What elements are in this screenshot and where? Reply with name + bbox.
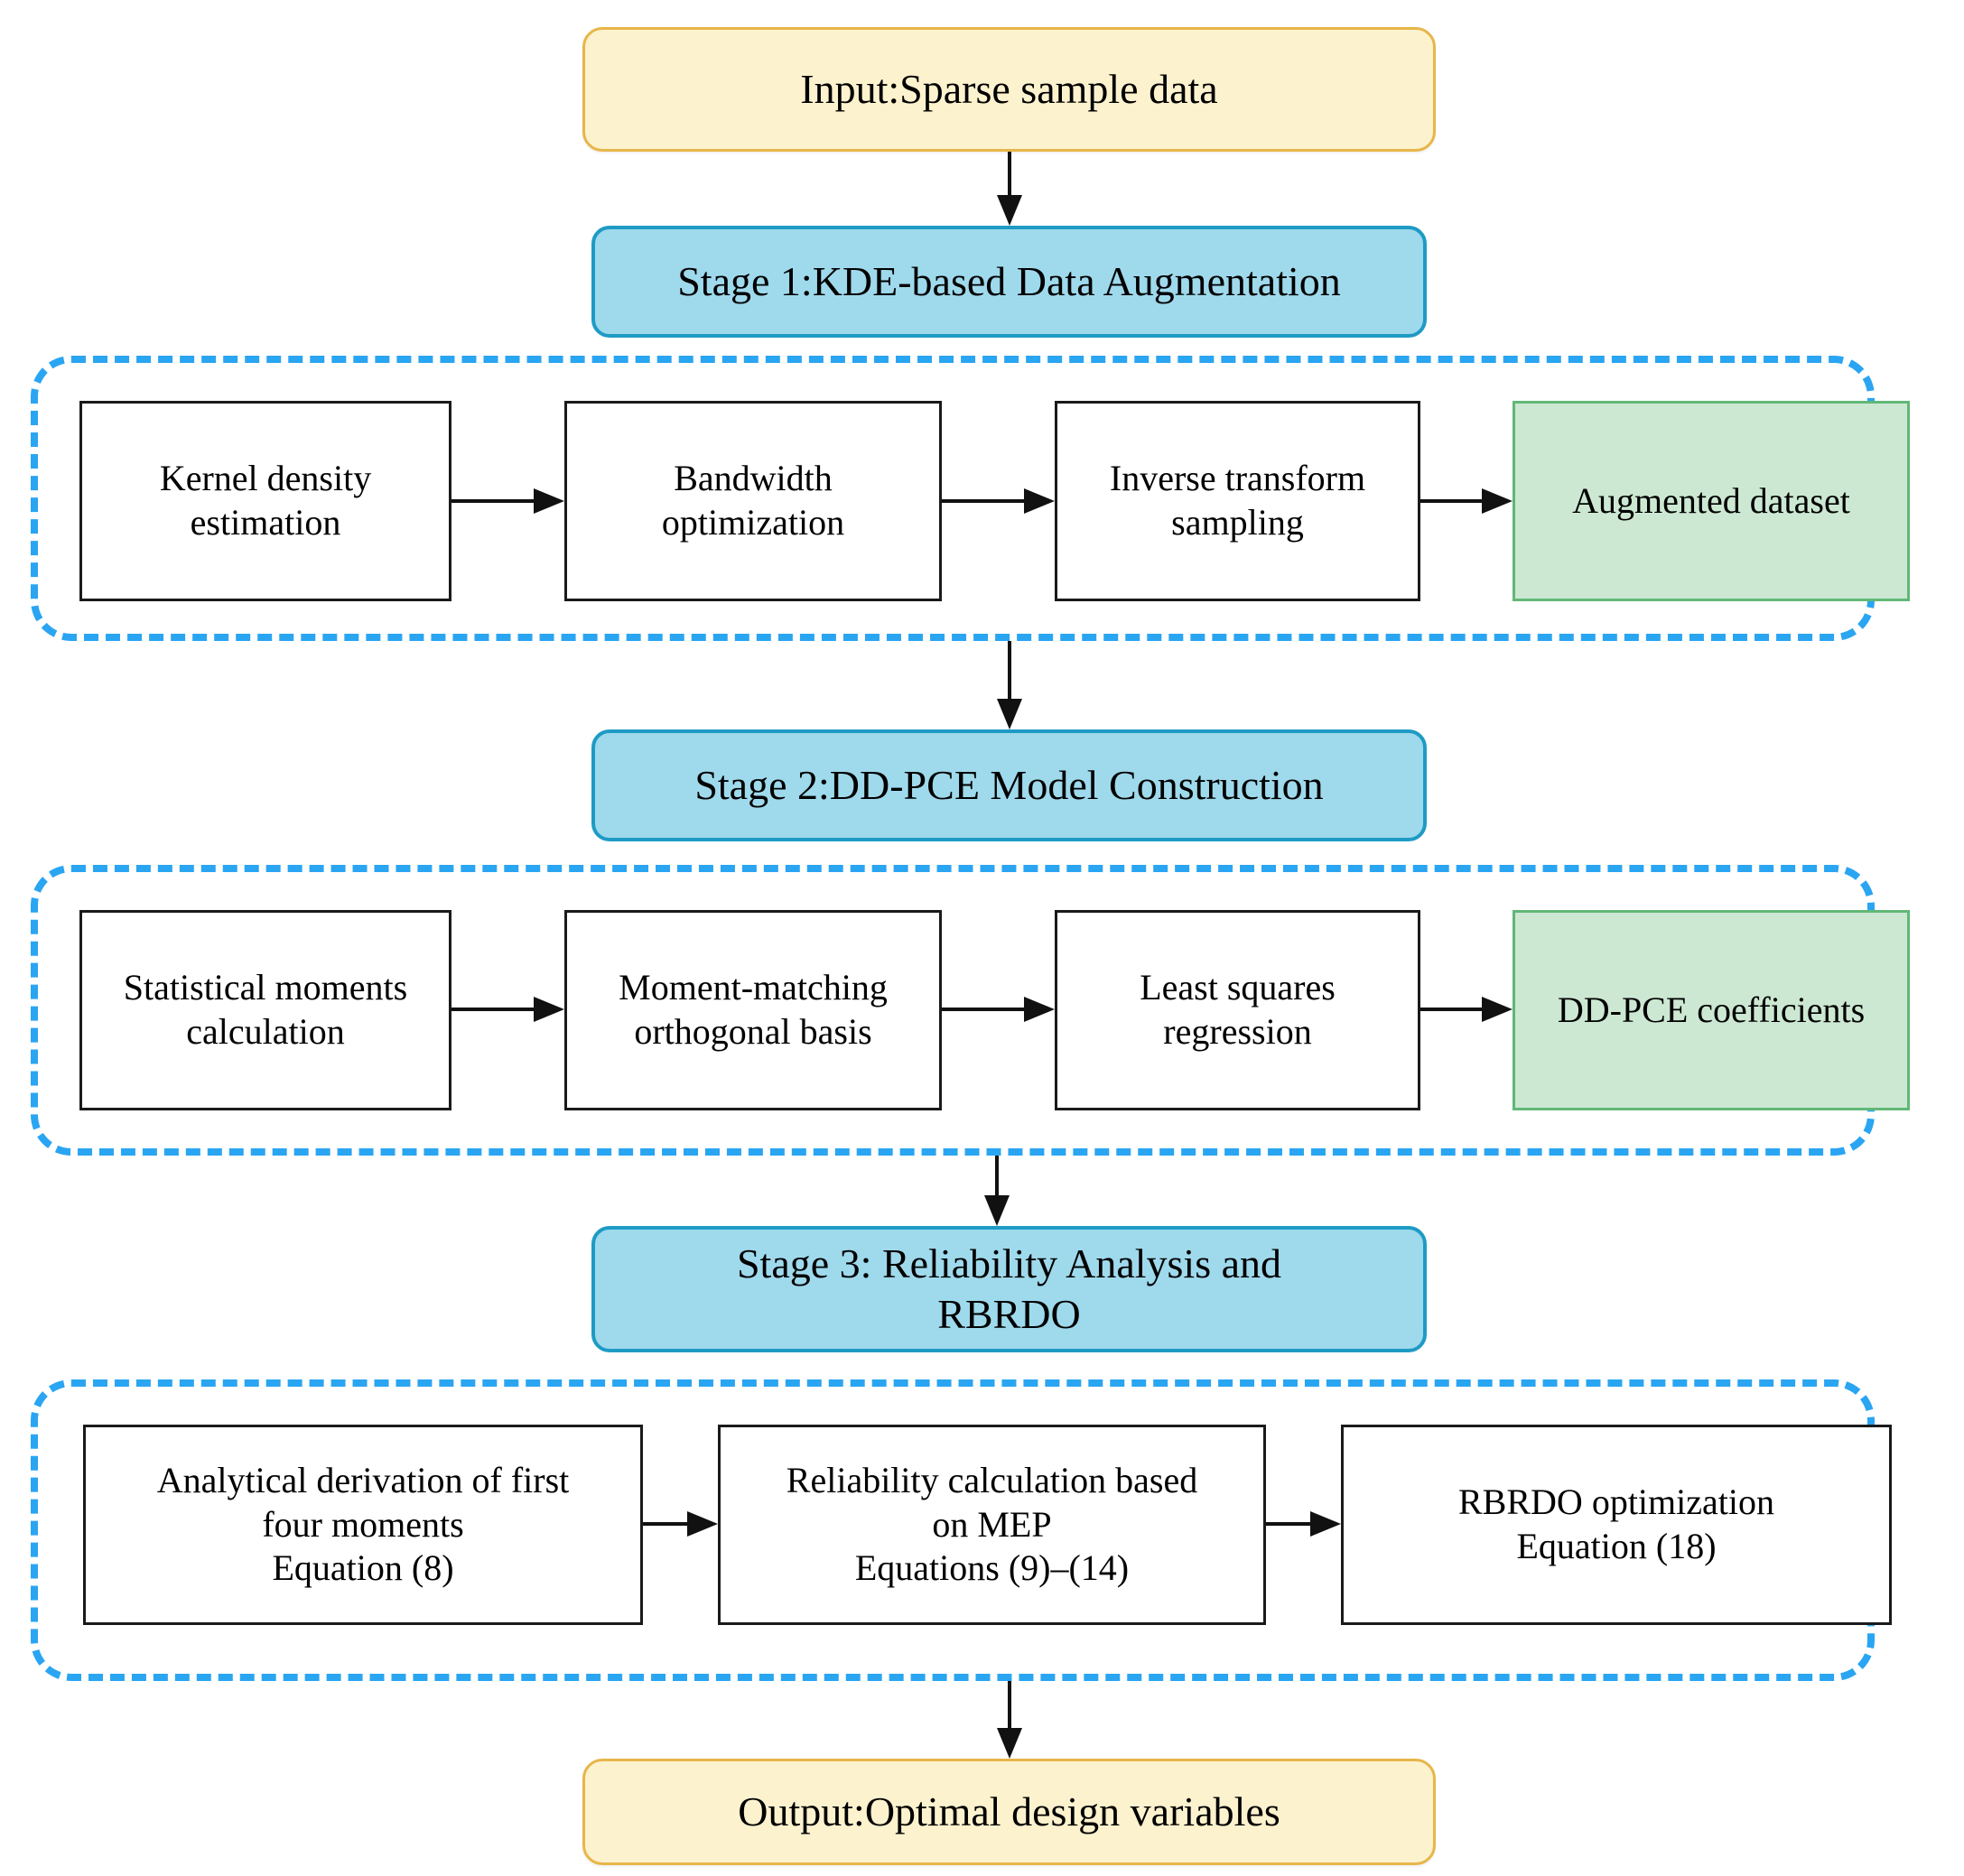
step-label-line2: estimation <box>190 502 341 543</box>
step-label-line1: Statistical moments <box>123 967 408 1008</box>
step-label-line1: Moment-matching <box>619 967 888 1008</box>
step-rbrdo-optimization[interactable]: RBRDO optimization Equation (18) <box>1341 1425 1892 1625</box>
step-label-line2: on MEP <box>932 1503 1052 1545</box>
step-bandwidth-optimization[interactable]: Bandwidth optimization <box>564 401 942 601</box>
input-terminal-label: Input:Sparse sample data <box>800 65 1218 112</box>
result-augmented-dataset[interactable]: Augmented dataset <box>1513 401 1910 601</box>
output-terminal-label: Output:Optimal design variables <box>738 1788 1280 1834</box>
stage2-label: Stage 2:DD-PCE Model Construction <box>694 761 1324 808</box>
step-label-line1: Least squares <box>1140 967 1336 1008</box>
stage3-label-line2: RBRDO <box>937 1291 1081 1337</box>
step-inverse-transform-sampling[interactable]: Inverse transform sampling <box>1055 401 1420 601</box>
result-dd-pce-coefficients[interactable]: DD-PCE coefficients <box>1513 910 1910 1110</box>
step-label-line2: four moments <box>262 1503 464 1545</box>
step-moment-matching-orthogonal-basis[interactable]: Moment-matching orthogonal basis <box>564 910 942 1110</box>
step-label-line1: Bandwidth <box>674 458 833 499</box>
step-analytical-derivation-first-four-moments[interactable]: Analytical derivation of first four mome… <box>83 1425 643 1625</box>
step-label-line2: calculation <box>186 1011 345 1052</box>
stage1-label: Stage 1:KDE-based Data Augmentation <box>677 257 1341 304</box>
stage1-banner[interactable]: Stage 1:KDE-based Data Augmentation <box>591 226 1427 338</box>
result-label: DD-PCE coefficients <box>1557 989 1866 1030</box>
step-label-line2: regression <box>1163 1011 1312 1052</box>
step-label-line1: Inverse transform <box>1109 458 1366 499</box>
stage3-banner[interactable]: Stage 3: Reliability Analysis and RBRDO <box>591 1226 1427 1352</box>
stage2-banner[interactable]: Stage 2:DD-PCE Model Construction <box>591 729 1427 841</box>
output-terminal[interactable]: Output:Optimal design variables <box>582 1759 1436 1865</box>
step-statistical-moments-calculation[interactable]: Statistical moments calculation <box>79 910 451 1110</box>
result-label: Augmented dataset <box>1572 479 1850 521</box>
step-label-line3: Equations (9)–(14) <box>854 1547 1130 1589</box>
step-label-line3: Equation (8) <box>272 1547 454 1589</box>
step-label-line2: sampling <box>1171 502 1304 543</box>
step-reliability-calculation-mep[interactable]: Reliability calculation based on MEP Equ… <box>718 1425 1266 1625</box>
step-label-line2: Equation (18) <box>1516 1526 1717 1566</box>
step-label-line2: orthogonal basis <box>634 1011 872 1052</box>
step-label-line1: Analytical derivation of first <box>156 1459 570 1500</box>
stage3-label-line1: Stage 3: Reliability Analysis and <box>736 1240 1282 1286</box>
step-label-line1: Reliability calculation based <box>786 1459 1198 1500</box>
step-kernel-density-estimation[interactable]: Kernel density estimation <box>79 401 451 601</box>
step-label-line1: Kernel density <box>159 458 372 499</box>
step-label-line2: optimization <box>661 502 845 543</box>
step-least-squares-regression[interactable]: Least squares regression <box>1055 910 1420 1110</box>
input-terminal[interactable]: Input:Sparse sample data <box>582 27 1436 152</box>
step-label-line1: RBRDO optimization <box>1458 1481 1774 1523</box>
